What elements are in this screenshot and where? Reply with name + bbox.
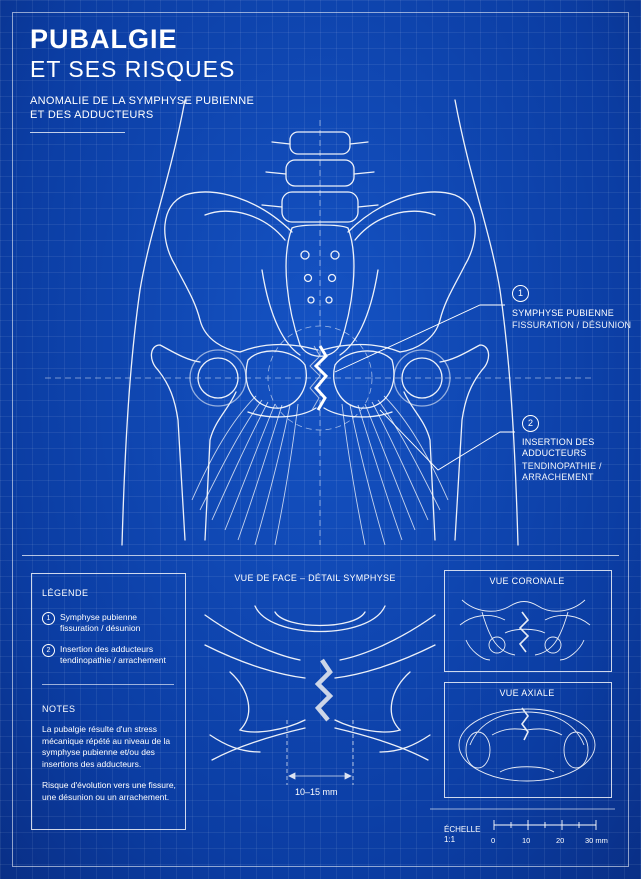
callout-2-sub-line1: TENDINOPATHIE / bbox=[522, 461, 602, 471]
callout-1-title: SYMPHYSE PUBIENNE bbox=[512, 308, 614, 318]
callout-2-sub-line2: ARRACHEMENT bbox=[522, 472, 594, 482]
scale-label-line2: 1:1 bbox=[444, 835, 456, 844]
iliac-wing-right bbox=[347, 191, 476, 353]
coronal-view-panel bbox=[444, 570, 612, 672]
obturator-left bbox=[245, 350, 307, 409]
legend-item-2-number: 2 bbox=[42, 644, 55, 657]
callout-2-title-line2: ADDUCTEURS bbox=[522, 448, 587, 458]
notes-heading: NOTES bbox=[42, 704, 76, 714]
page-title: PUBALGIE bbox=[30, 24, 178, 54]
legend-panel: LÉGENDE 1 Symphyse pubienne fissuration … bbox=[31, 573, 186, 830]
callout-1-sub: FISSURATION / DÉSUNION bbox=[512, 320, 632, 330]
legend-heading: LÉGENDE bbox=[42, 588, 89, 598]
scale-tick-20: 20 bbox=[556, 836, 565, 845]
callout-2-leader bbox=[379, 409, 515, 471]
axial-view-title: VUE AXIALE bbox=[499, 688, 555, 698]
callout-2-title-line1: INSERTION DES bbox=[522, 437, 595, 447]
adductor-muscles bbox=[191, 395, 449, 546]
scale-tick-10: 10 bbox=[522, 836, 531, 845]
callout-1-leader bbox=[334, 304, 505, 373]
symphysis-dimension-label: 10–15 mm bbox=[295, 787, 338, 797]
scale-label-line1: ÉCHELLE bbox=[444, 825, 481, 834]
legend-item-2-line2: tendinopathie / arrachement bbox=[60, 655, 166, 665]
legend-item-1-line1: Symphyse pubienne bbox=[60, 612, 138, 622]
legend-item-1-line2: fissuration / désunion bbox=[60, 623, 141, 633]
coronal-view-title: VUE CORONALE bbox=[489, 576, 565, 586]
axial-view-panel bbox=[444, 682, 612, 798]
femoral-head-right bbox=[401, 357, 443, 399]
legend-item-1-number: 1 bbox=[42, 612, 55, 625]
callout-2-number: 2 bbox=[522, 415, 539, 432]
notes-paragraph-1: La pubalgie résulte d'un stress mécaniqu… bbox=[42, 724, 171, 769]
pelvis-illustration bbox=[45, 99, 595, 546]
subtitle-underline bbox=[30, 132, 125, 133]
body-outline-left bbox=[121, 99, 186, 546]
page-frame bbox=[12, 12, 629, 867]
obturator-right bbox=[333, 350, 395, 409]
subtitle-line1: ANOMALIE DE LA SYMPHYSE PUBIENNE bbox=[30, 95, 255, 107]
section-divider bbox=[22, 555, 619, 556]
scale-label: ÉCHELLE 1:1 bbox=[444, 825, 480, 845]
body-outline-right bbox=[454, 99, 519, 546]
iliac-wing-left bbox=[164, 191, 293, 353]
legend-item-2-line1: Insertion des adducteurs bbox=[60, 644, 154, 654]
legend-divider bbox=[42, 684, 174, 685]
page-title-line2: ET SES RISQUES bbox=[30, 56, 236, 82]
page-subtitle: ANOMALIE DE LA SYMPHYSE PUBIENNE ET DES … bbox=[30, 94, 290, 122]
sacrum bbox=[285, 224, 355, 357]
scale-tick-30: 30 mm bbox=[585, 836, 608, 845]
notes-paragraph-2: Risque d'évolution vers une fissure, une… bbox=[42, 780, 176, 802]
front-detail-title: VUE DE FACE – DÉTAIL SYMPHYSE bbox=[234, 573, 396, 583]
scale-tick-0: 0 bbox=[491, 836, 496, 845]
subtitle-line2: ET DES ADDUCTEURS bbox=[30, 109, 154, 121]
symphysis-crack bbox=[313, 345, 329, 411]
callout-1-number: 1 bbox=[512, 285, 529, 302]
